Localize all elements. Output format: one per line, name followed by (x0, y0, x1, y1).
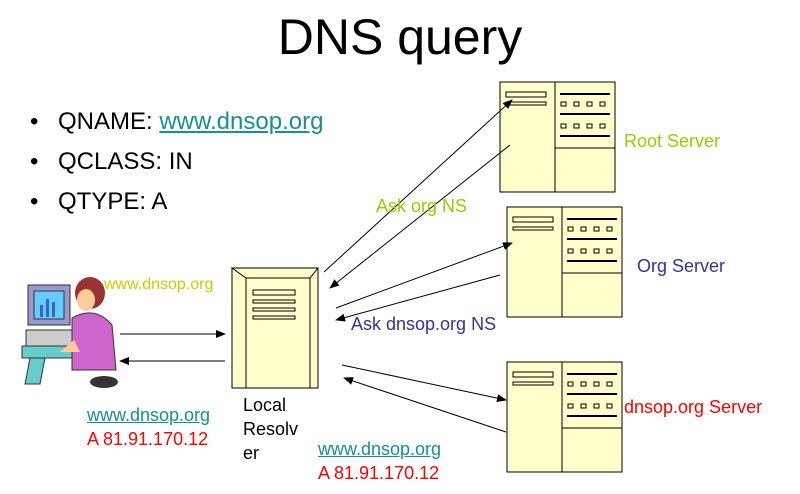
dnsop-server-label: dnsop.org Server (624, 397, 763, 417)
answer-left-name[interactable]: www.dnsop.org (87, 405, 211, 425)
dnsop-server-icon (506, 361, 623, 473)
root-server-icon (499, 81, 616, 193)
user-at-computer-icon (21, 277, 118, 388)
ask-dnsop-ns-label: Ask dnsop.org NS (351, 314, 497, 334)
bullet-dot: • (30, 188, 39, 215)
qname-key: QNAME: (58, 108, 160, 135)
answer-left-record: A 81.91.170.12 (87, 429, 209, 449)
qclass-text: QCLASS: IN (58, 148, 193, 175)
query-domain-label: www.dnsop.org (104, 276, 214, 293)
arrow-dnsop-to-resolver (343, 377, 507, 433)
page-title: DNS query (277, 9, 523, 65)
arrow-resolver-to-dnsop (341, 364, 507, 403)
qname-link[interactable]: www.dnsop.org (159, 108, 324, 135)
answer-right-record: A 81.91.170.12 (318, 463, 440, 483)
org-server-icon (506, 206, 623, 318)
org-server-label: Org Server (637, 256, 726, 276)
bullet-qclass: • QCLASS: IN (30, 148, 193, 176)
resolver-line-1: Local (243, 395, 287, 415)
bullet-dot: • (30, 148, 39, 175)
qtype-text: QTYPE: A (58, 188, 168, 215)
resolver-line-3: er (243, 443, 260, 463)
answer-left: www.dnsop.org A 81.91.170.12 (87, 403, 210, 451)
arrow-resolver-to-org (335, 242, 513, 309)
arrow-org-to-resolver (335, 274, 501, 322)
local-resolver-label: Local Resolv er (243, 393, 298, 465)
root-server-label: Root Server (624, 131, 721, 151)
local-resolver-icon (230, 267, 320, 389)
bullet-qname: • QNAME: www.dnsop.org (30, 108, 323, 136)
answer-right-name[interactable]: www.dnsop.org (318, 439, 442, 459)
arrow-resolver-to-root (323, 99, 513, 273)
answer-right: www.dnsop.org A 81.91.170.12 (318, 437, 441, 485)
resolver-line-2: Resolv (243, 419, 299, 439)
bullet-qtype: • QTYPE: A (30, 188, 167, 216)
arrow-root-to-resolver (329, 144, 511, 289)
ask-org-ns-label: Ask org NS (376, 196, 468, 216)
bullet-dot: • (30, 108, 39, 135)
